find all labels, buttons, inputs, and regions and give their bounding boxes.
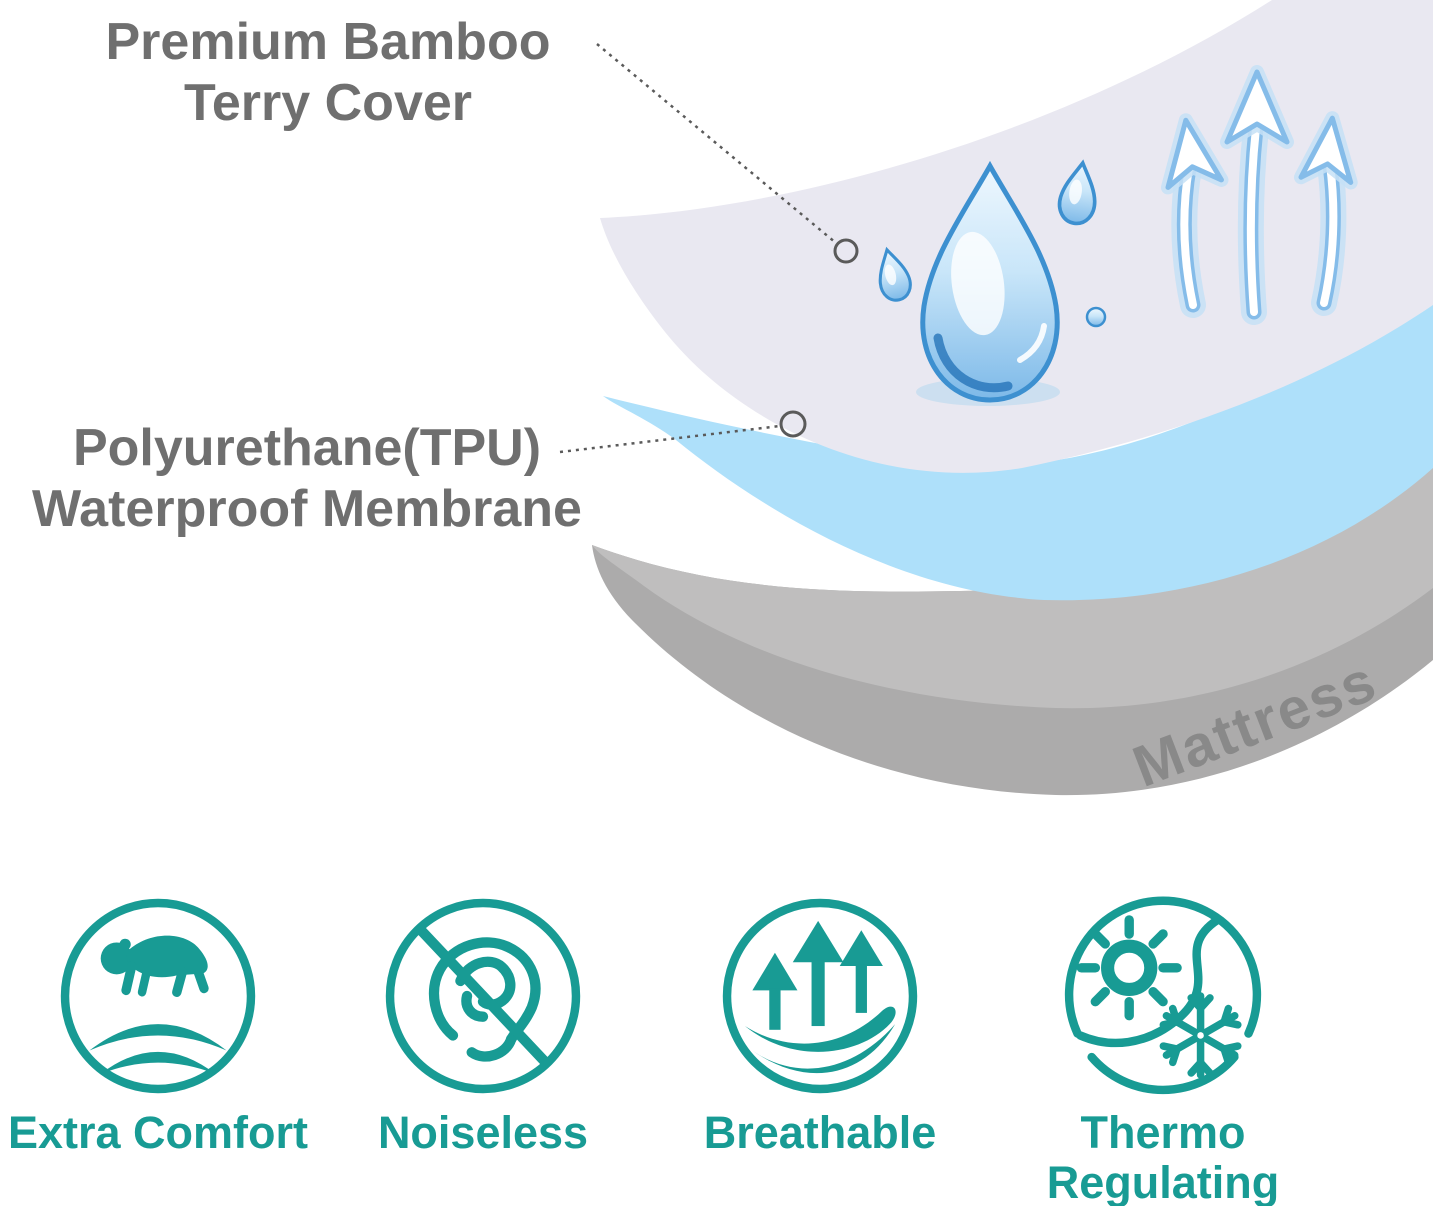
- yin-yang-circle: [1064, 896, 1262, 1095]
- feature-thermo-regulating: Thermo Regulating: [983, 888, 1343, 1206]
- feature-label: Breathable: [703, 1107, 937, 1158]
- up-arrow: [1160, 113, 1229, 318]
- membrane-layer: [603, 285, 1433, 601]
- fabric-wave-top: [744, 1006, 896, 1052]
- feature-label: Thermo Regulating: [1046, 1107, 1280, 1206]
- membrane-label-line1: Polyurethane(TPU): [72, 419, 542, 477]
- water-drop-icon: [920, 160, 1060, 403]
- baby-crawling-icon: [60, 898, 256, 1094]
- evaporation-arrows-icon: [1160, 65, 1358, 325]
- membrane-label-line2: Waterproof Membrane: [32, 480, 582, 539]
- up-arrow: [1220, 65, 1294, 325]
- sun-icon: [1076, 915, 1182, 1021]
- no-noise-ear-icon: [385, 898, 581, 1094]
- fabric-wave-bottom: [752, 1024, 896, 1074]
- thermo-sun-snowflake-icon: [1064, 896, 1262, 1095]
- baby-silhouette: [100, 935, 209, 997]
- airflow-arrows: [752, 920, 883, 1030]
- snowflake-icon: [1159, 992, 1242, 1079]
- membrane-leader-line: [559, 410, 807, 454]
- feature-breathable: Breathable: [640, 888, 1000, 1158]
- small-water-drop-icon: [1057, 159, 1097, 226]
- mattress-layer-top: [592, 442, 1433, 709]
- up-arrow: [1294, 111, 1358, 316]
- feature-extra-comfort: Extra Comfort: [0, 888, 338, 1158]
- breathable-arrows-icon: [722, 898, 918, 1094]
- cover-label-line1: Premium Bamboo: [105, 13, 551, 71]
- tiny-water-drop-icon: [1085, 306, 1107, 328]
- feature-noiseless: Noiseless: [303, 888, 663, 1158]
- cover-label-line2: Terry Cover: [183, 74, 473, 133]
- membrane-label: Polyurethane(TPU) Waterproof Membrane: [0, 418, 614, 541]
- slash-line: [415, 925, 551, 1067]
- cover-leader-line: [596, 43, 859, 264]
- feature-label: Noiseless: [377, 1107, 589, 1158]
- feature-label: Extra Comfort: [7, 1107, 309, 1158]
- small-water-drop-icon: [878, 246, 912, 302]
- cover-label: Premium Bamboo Terry Cover: [38, 12, 618, 135]
